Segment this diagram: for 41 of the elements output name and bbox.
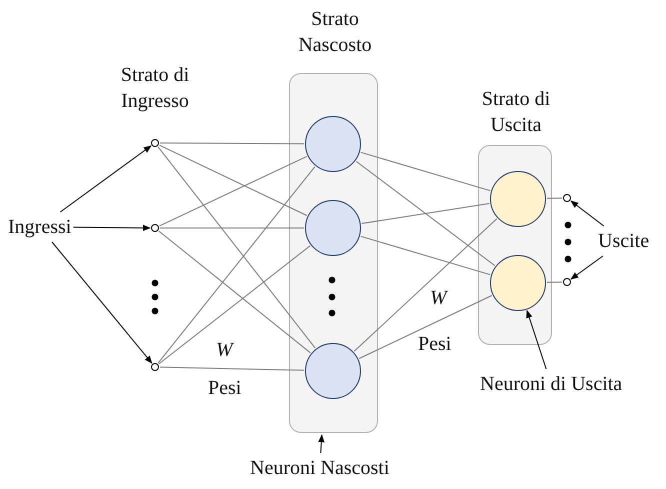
weights-label: Pesi [418,332,452,357]
outputs-label: Uscite [598,228,650,254]
connection-line [360,152,491,192]
connection-line [358,295,492,359]
connection-line [360,236,491,276]
connection-line [158,245,311,364]
connection-line [158,166,316,364]
layer-title: Strato di Ingresso [120,63,190,114]
hidden-neurons-label: Neuroni Nascosti [250,455,390,481]
arrow [570,256,604,280]
arrow [318,434,325,454]
input-node [151,363,159,371]
connection-line [354,218,498,352]
weights-label: Pesi [208,376,242,401]
connection-line [160,366,304,371]
output-node [563,194,571,202]
connection-line [160,142,304,144]
connection-line [356,160,496,266]
output-neurons-label: Neuroni di Uscita [480,371,622,397]
inputs-label: Ingressi [8,214,72,240]
arrow [570,200,604,226]
weight-symbol: W [216,338,233,363]
connection-line [361,203,490,224]
connection-line [158,230,311,354]
connection-line [158,146,316,349]
arrow [52,242,152,364]
hidden-neuron [305,116,361,172]
input-node [151,224,159,232]
connection-line [546,282,562,283]
weight-symbol: W [430,286,447,311]
output-node [563,278,571,286]
connection-line [159,144,308,216]
hidden-neuron [305,343,361,399]
connection-line [546,198,562,199]
arrow [72,224,151,232]
arrow [60,145,152,212]
layer-title: Strato di Uscita [480,87,552,138]
layer-title: Strato Nascosto [297,7,373,58]
input-node [151,139,159,147]
arrow [526,310,547,370]
connection-line [159,156,308,226]
